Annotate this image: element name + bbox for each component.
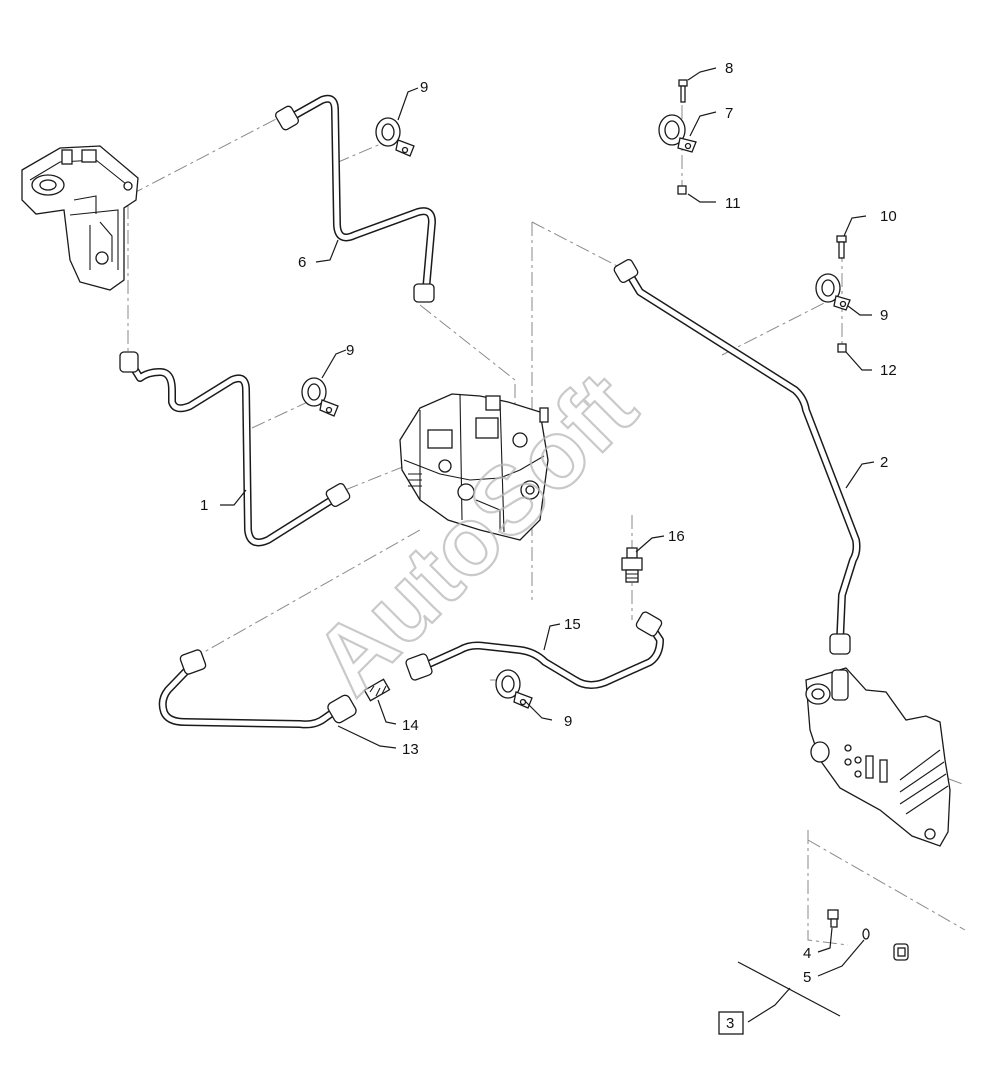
callout-7: 7 — [725, 105, 733, 122]
clamp-9-right — [815, 273, 851, 311]
fuel-pump — [399, 393, 549, 541]
washer-5 — [862, 928, 870, 940]
mounting-bracket — [21, 145, 139, 291]
callout-4: 4 — [803, 945, 811, 962]
callout-9-top: 9 — [420, 79, 428, 96]
leader-lines — [220, 67, 875, 977]
pipe-13 — [158, 649, 357, 729]
pipe-6-nut-top — [275, 105, 299, 131]
callout-12: 12 — [880, 362, 897, 379]
bolt-10 — [836, 235, 847, 259]
callout-5: 5 — [803, 969, 811, 986]
fitting-16 — [621, 547, 643, 583]
callout-9-mid: 9 — [346, 342, 354, 359]
cap-fitting — [893, 943, 909, 961]
pipe-2-nut-top — [613, 259, 639, 283]
callout-15: 15 — [564, 616, 581, 633]
pipe-15 — [405, 611, 664, 689]
callout-1: 1 — [200, 497, 208, 514]
pipe-6 — [275, 94, 436, 303]
callout-9-bottom: 9 — [564, 713, 572, 730]
callout-14: 14 — [402, 717, 419, 734]
callout-9-right: 9 — [880, 307, 888, 324]
pipe-13-nut-left — [179, 649, 207, 675]
nut-12 — [837, 343, 847, 353]
kit-3-bracket — [737, 961, 841, 1023]
callout-6: 6 — [298, 254, 306, 271]
clamp-7 — [658, 114, 697, 153]
callout-3: 3 — [726, 1015, 734, 1032]
callout-16: 16 — [668, 528, 685, 545]
pipe-2 — [613, 259, 861, 655]
clamp-9-bottom — [495, 669, 533, 709]
pipe-1-nut-bottom — [325, 483, 351, 507]
pipe-1-nut-top — [119, 351, 139, 373]
pipe-15-nut-right — [635, 611, 663, 637]
fitting-4 — [827, 909, 839, 928]
fuel-rail-plate — [805, 667, 951, 847]
callout-numbers: 8 7 11 9 10 9 12 9 2 16 1 6 15 14 13 9 4… — [200, 60, 897, 1035]
callout-3-box — [718, 1011, 744, 1035]
pipe-1 — [119, 351, 351, 547]
bolt-8 — [678, 79, 688, 103]
nut-11 — [677, 185, 687, 195]
callout-2: 2 — [880, 454, 888, 471]
callout-11: 11 — [725, 195, 741, 212]
connector-14 — [363, 678, 391, 702]
pipe-13-nut-right — [327, 694, 357, 724]
pipe-15-nut-left — [405, 653, 433, 681]
pipe-2-nut-bottom — [829, 633, 851, 655]
callout-13: 13 — [402, 741, 419, 758]
clamp-9-top — [375, 117, 415, 157]
pipe-6-nut-bottom — [413, 283, 435, 303]
callout-8: 8 — [725, 60, 733, 77]
clamp-9-mid — [301, 377, 339, 417]
callout-10: 10 — [880, 208, 897, 225]
